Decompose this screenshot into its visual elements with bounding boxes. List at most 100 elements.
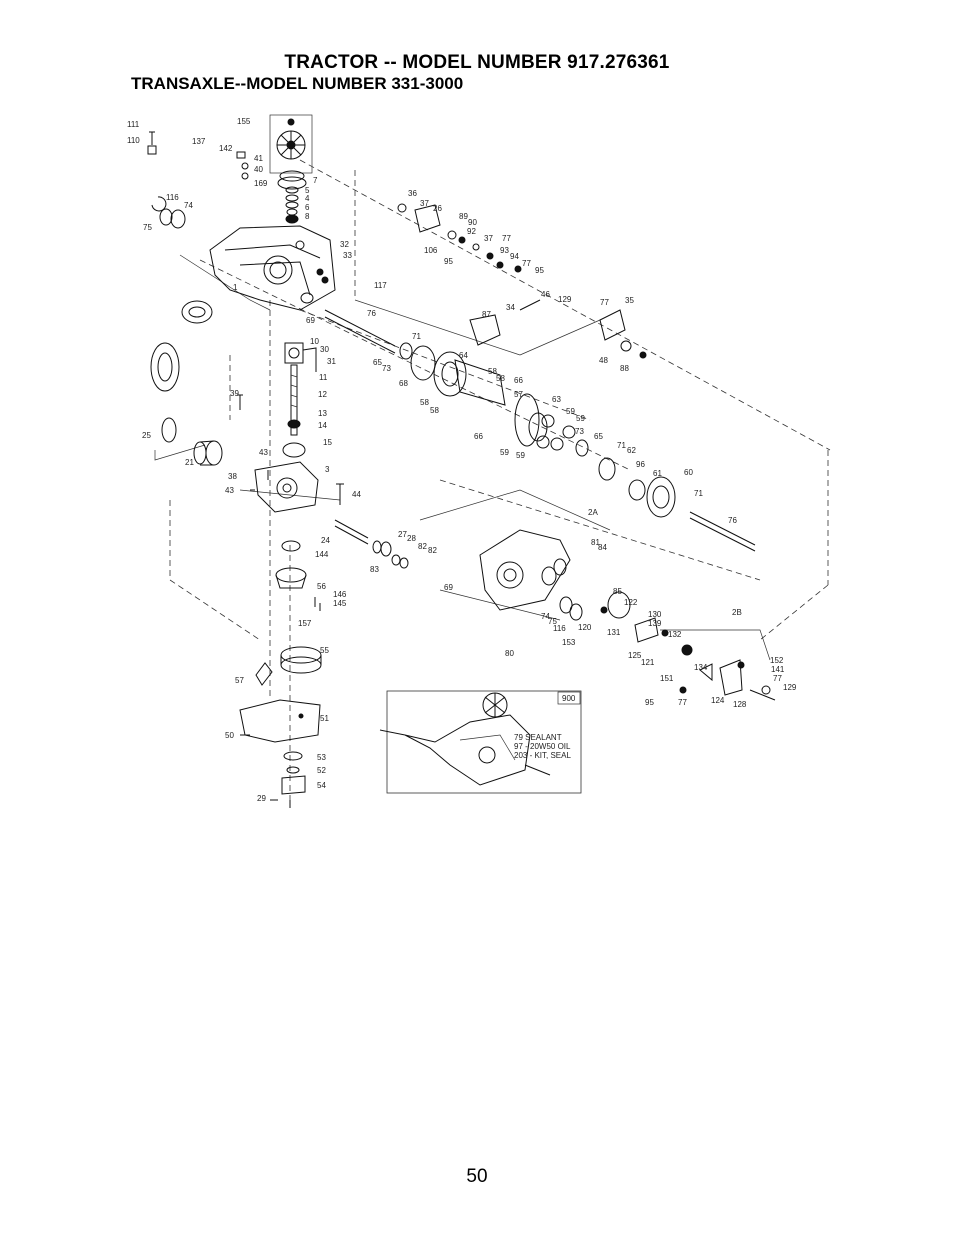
callout: 129 [783, 683, 797, 692]
callout: 151 [660, 674, 674, 683]
callout: 59 [566, 407, 575, 416]
callout: 146 [333, 590, 347, 599]
callout: 84 [598, 543, 607, 552]
callout: 93 [500, 246, 509, 255]
callout: 65 [594, 432, 603, 441]
callout: 29 [257, 794, 266, 803]
callout: 77 [678, 698, 687, 707]
callout: 85 [613, 587, 622, 596]
callout: 60 [684, 468, 693, 477]
callout: 87 [482, 310, 491, 319]
callout: 46 [541, 290, 550, 299]
callout: 25 [142, 431, 151, 440]
inset-note-seal-kit: 203 - KIT, SEAL [514, 751, 571, 760]
lower-housing [479, 529, 571, 611]
callout: 82 [428, 546, 437, 555]
callout: 4 [305, 194, 310, 203]
callout: 66 [474, 432, 483, 441]
callout: 43 [259, 448, 268, 457]
callout: 73 [382, 364, 391, 373]
diagram-subtitle: TRANSAXLE--MODEL NUMBER 331-3000 [131, 74, 464, 93]
callout: 1 [233, 283, 238, 292]
callout: 57 [514, 390, 523, 399]
callout: 134 [694, 663, 708, 672]
callout: 53 [317, 753, 326, 762]
callout: 116 [166, 193, 179, 202]
callout: 59 [516, 451, 525, 460]
callout: 76 [728, 516, 737, 525]
callout: 77 [773, 674, 782, 683]
pump-block [250, 461, 344, 513]
callout: 74 [541, 612, 550, 621]
callout: 58 [430, 406, 439, 415]
callout: 95 [645, 698, 654, 707]
callout: 31 [327, 357, 336, 366]
callout: 57 [235, 676, 244, 685]
callout: 2B [732, 608, 742, 617]
callout: 106 [424, 246, 438, 255]
callout: 130 [648, 610, 662, 619]
callout: 11 [319, 373, 328, 382]
callout: 96 [636, 460, 645, 469]
callout: 116 [553, 624, 566, 633]
callout: 15 [323, 438, 332, 447]
bearing-stack [277, 170, 307, 224]
callout: 39 [230, 389, 239, 398]
callout: 145 [333, 599, 347, 608]
callout: 5 [305, 186, 310, 195]
callout: 6 [305, 203, 310, 212]
callout: 83 [370, 565, 379, 574]
callout: 55 [320, 646, 329, 655]
callout: 74 [184, 201, 193, 210]
callout: 81 [591, 538, 600, 547]
callout: 59 [500, 448, 509, 457]
callout: 90 [468, 218, 477, 227]
callout: 75 [143, 223, 152, 232]
callout: 38 [228, 472, 237, 481]
callout: 58 [488, 367, 497, 376]
callout: 77 [522, 259, 531, 268]
callout: 44 [352, 490, 361, 499]
callout: 64 [459, 351, 468, 360]
inset-note-oil: 97 - 20W50 OIL [514, 742, 571, 751]
callout: 144 [315, 550, 329, 559]
callout: 14 [318, 421, 327, 430]
callout: 137 [192, 137, 206, 146]
callout: 63 [552, 395, 561, 404]
callout: 132 [668, 630, 682, 639]
callout: 88 [620, 364, 629, 373]
callout: 124 [711, 696, 725, 705]
callout: 52 [317, 766, 326, 775]
callout: 89 [459, 212, 468, 221]
callout: 7 [313, 176, 318, 185]
lower-column [239, 540, 322, 808]
callout: 34 [506, 303, 515, 312]
callout: 33 [343, 251, 352, 260]
inset-note-sealant: 79 SEALANT [514, 733, 562, 742]
callout: 21 [185, 458, 194, 467]
callout: 69 [306, 316, 315, 325]
callout: 68 [399, 379, 408, 388]
callout: 121 [641, 658, 655, 667]
assembled-transaxle-image [379, 692, 551, 786]
callout: 35 [625, 296, 634, 305]
callout: 12 [318, 390, 327, 399]
callout: 27 [398, 530, 407, 539]
callout: 94 [510, 252, 519, 261]
callout: 48 [599, 356, 608, 365]
callout: 2A [588, 508, 598, 517]
callout-labels: 155 111 110 137 142 41 40 169 7 5 4 6 8 … [127, 117, 797, 803]
callout: 58 [496, 374, 505, 383]
callout: 24 [321, 536, 330, 545]
shafts [324, 309, 756, 552]
callout: 32 [340, 240, 349, 249]
callout: 157 [298, 619, 312, 628]
callout: 125 [628, 651, 642, 660]
callout: 40 [254, 165, 263, 174]
callout: 71 [412, 332, 421, 341]
assembly-inset: 900 79 SEALANT 97 - 20W50 OIL 203 - KIT,… [379, 690, 582, 794]
callout: 155 [237, 117, 251, 126]
callout: 37 [484, 234, 493, 243]
callout: 50 [225, 731, 234, 740]
